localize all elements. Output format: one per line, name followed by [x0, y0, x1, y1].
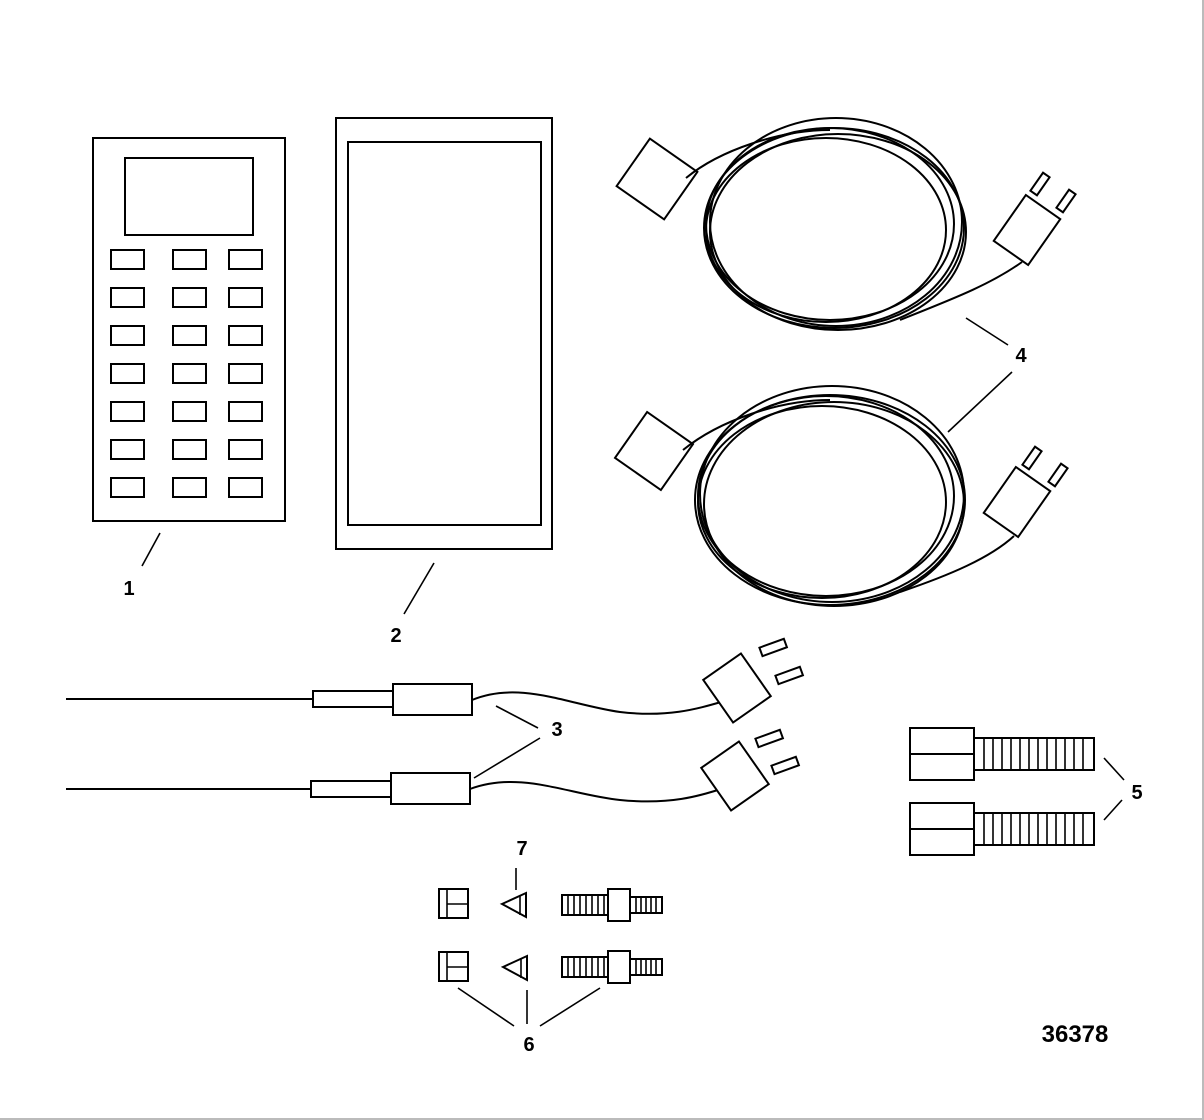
callout-5: 5	[1131, 782, 1142, 804]
adapter-fitting-icon	[438, 888, 663, 922]
leader-line-5a	[1103, 757, 1125, 781]
keypad-key	[228, 325, 263, 346]
keypad-key	[110, 325, 145, 346]
leader-line-3a	[495, 705, 539, 729]
coiled-cable-icon	[613, 385, 1069, 607]
keypad-key	[172, 363, 207, 384]
callout-3: 3	[551, 719, 562, 741]
leader-line-4a	[965, 317, 1009, 346]
keypad-key	[228, 401, 263, 422]
keypad-key	[172, 477, 207, 498]
leader-line-5b	[1103, 799, 1123, 821]
keypad-key	[172, 249, 207, 270]
keypad-key	[228, 363, 263, 384]
keypad-key	[110, 249, 145, 270]
keypad-key	[110, 477, 145, 498]
keypad-key	[172, 287, 207, 308]
keypad-key	[228, 439, 263, 460]
callout-4: 4	[1015, 345, 1027, 367]
adapter-fitting-icon	[438, 950, 663, 984]
probe-lead-icon	[66, 637, 805, 724]
keypad-key	[228, 477, 263, 498]
leader-line-1	[141, 532, 161, 567]
coiled-cable-icon	[615, 117, 1077, 331]
callout-2: 2	[390, 625, 401, 647]
threaded-fitting-icon	[909, 802, 1095, 856]
callout-6: 6	[523, 1034, 534, 1056]
keypad-key	[172, 401, 207, 422]
keypad-key	[228, 287, 263, 308]
callout-1: 1	[123, 578, 134, 600]
leader-line-4b	[947, 371, 1013, 433]
keypad-key	[172, 325, 207, 346]
probe-lead-icon	[66, 728, 801, 812]
leader-line-2	[403, 562, 435, 615]
keypad-key	[110, 401, 145, 422]
leader-line-6a	[457, 987, 515, 1027]
threaded-fitting-icon	[909, 727, 1095, 781]
keypad-key	[110, 287, 145, 308]
leader-line-6c	[539, 987, 601, 1027]
keypad-key	[228, 249, 263, 270]
figure-number: 36378	[1042, 1021, 1109, 1048]
callout-7: 7	[516, 838, 527, 860]
keypad-key	[110, 363, 145, 384]
leader-line-3b	[473, 737, 541, 779]
keypad-key	[110, 439, 145, 460]
keypad-key	[172, 439, 207, 460]
display-panel-icon	[335, 117, 553, 550]
handheld-meter-icon	[92, 137, 286, 522]
